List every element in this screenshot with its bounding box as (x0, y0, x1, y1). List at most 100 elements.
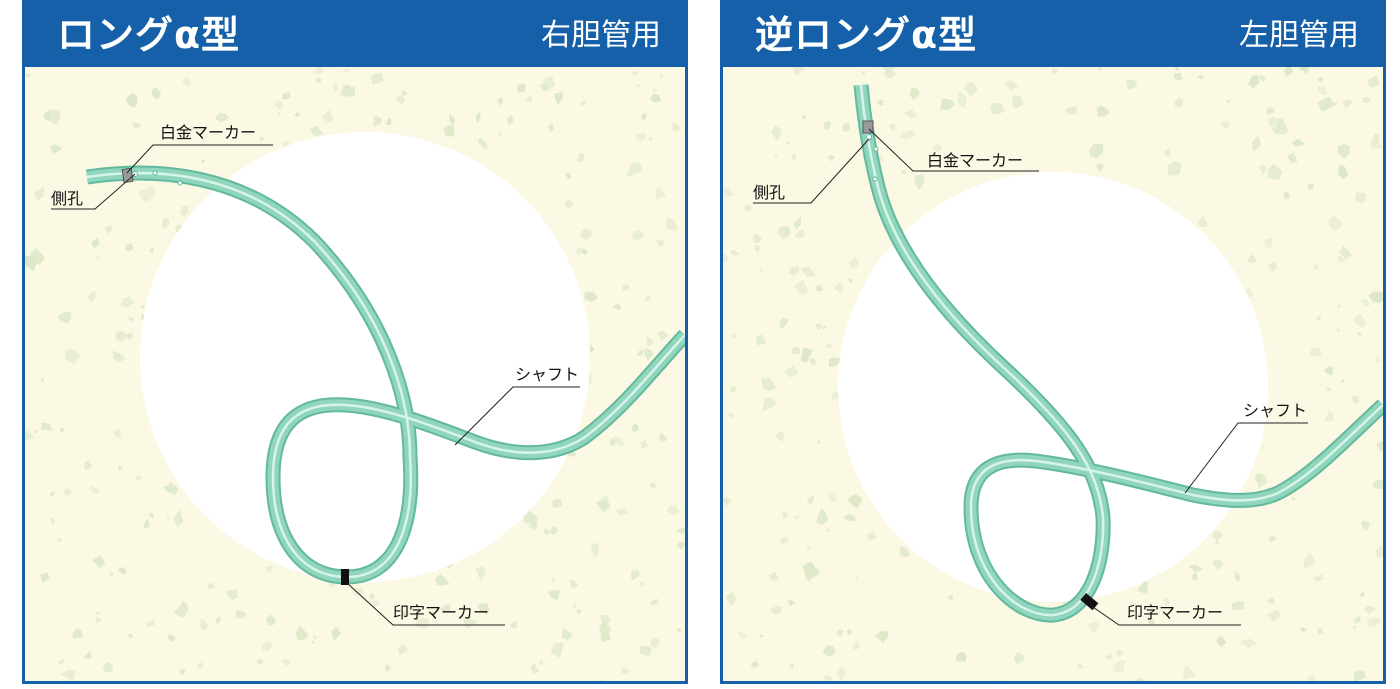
speckle (753, 233, 762, 244)
speckle (1323, 365, 1334, 376)
speckle (1097, 67, 1103, 71)
speckle (197, 661, 204, 669)
speckle (72, 627, 83, 638)
speckle (676, 528, 685, 534)
speckle (1268, 116, 1282, 129)
speckle (792, 67, 805, 77)
speckle (50, 517, 56, 526)
speckle (352, 587, 365, 596)
speckle (475, 566, 486, 581)
speckle (1361, 96, 1371, 103)
speckle (1012, 95, 1024, 109)
speckle (548, 589, 561, 601)
speckle (580, 100, 587, 106)
speckle (475, 111, 481, 123)
speckle (1076, 663, 1085, 669)
speckle (1328, 215, 1343, 231)
speckle (148, 246, 155, 254)
speckle (825, 528, 831, 533)
speckle (1303, 552, 1316, 570)
speckle (1337, 255, 1345, 263)
label-platinum-marker: 白金マーカー (927, 151, 1024, 170)
speckle (769, 606, 783, 615)
speckle (1147, 616, 1153, 622)
speckle (91, 485, 101, 494)
speckle (1268, 262, 1278, 273)
speckle (131, 122, 142, 129)
speckle (1338, 245, 1352, 260)
speckle (786, 140, 790, 145)
speckle (177, 600, 189, 618)
speckle (1376, 440, 1383, 452)
side-hole (177, 180, 183, 186)
speckle (793, 216, 802, 230)
speckle (782, 226, 792, 235)
speckle (125, 93, 138, 108)
speckle (581, 248, 588, 255)
speckle (622, 283, 630, 291)
speckle (827, 154, 836, 162)
speckle (600, 614, 612, 628)
speckle (332, 82, 339, 93)
speckle (149, 512, 155, 519)
speckle (1360, 520, 1370, 532)
speckle (1309, 347, 1323, 357)
speckle (947, 593, 954, 601)
speckle (530, 663, 540, 674)
speckle (665, 505, 680, 516)
speckle (650, 598, 659, 606)
speckle (600, 679, 607, 681)
speckle (64, 348, 80, 365)
speckle (256, 659, 264, 665)
speckle (1126, 80, 1138, 90)
speckle (477, 137, 488, 150)
diagram-area: 白金マーカー 側孔 シャフト 印字マーカー (25, 67, 685, 681)
speckle (816, 508, 829, 525)
speckle (565, 172, 572, 181)
speckle (95, 617, 102, 623)
speckle (1167, 161, 1182, 176)
speckle (933, 143, 944, 153)
speckle (1162, 597, 1171, 607)
speckle (899, 545, 910, 558)
speckle (139, 184, 157, 203)
speckle (1298, 67, 1310, 74)
speckle (754, 244, 760, 253)
speckle (782, 511, 788, 518)
speckle (1283, 190, 1290, 200)
speckle (1312, 574, 1325, 582)
speckle (1337, 165, 1349, 179)
speckle (676, 627, 683, 633)
speckle (1287, 152, 1298, 163)
speckle (794, 515, 800, 520)
speckle (1251, 135, 1262, 152)
speckle (1013, 651, 1025, 664)
speckle (214, 113, 230, 123)
speckle (650, 638, 660, 649)
background-circle (140, 132, 590, 582)
speckle (576, 246, 583, 256)
speckle (1270, 127, 1279, 135)
speckle (779, 537, 789, 544)
speckle (120, 296, 132, 309)
stent-tube (85, 165, 685, 585)
speckle (631, 70, 639, 76)
speckle (802, 114, 807, 120)
speckle (791, 346, 801, 355)
speckle (45, 109, 61, 126)
speckle (112, 428, 122, 438)
speckle (295, 625, 309, 641)
panel-header: 逆ロングα型 左胆管用 (723, 3, 1383, 67)
speckle (49, 144, 63, 155)
speckle (888, 123, 896, 131)
speckle (1216, 635, 1227, 648)
label-print-marker: 印字マーカー (393, 603, 490, 622)
speckle (315, 77, 322, 83)
speckle (762, 397, 777, 411)
speckle (827, 491, 837, 503)
speckle (84, 459, 92, 470)
speckle (94, 256, 101, 260)
speckle (1089, 143, 1104, 158)
side-hole (873, 146, 879, 152)
speckle (539, 82, 550, 92)
